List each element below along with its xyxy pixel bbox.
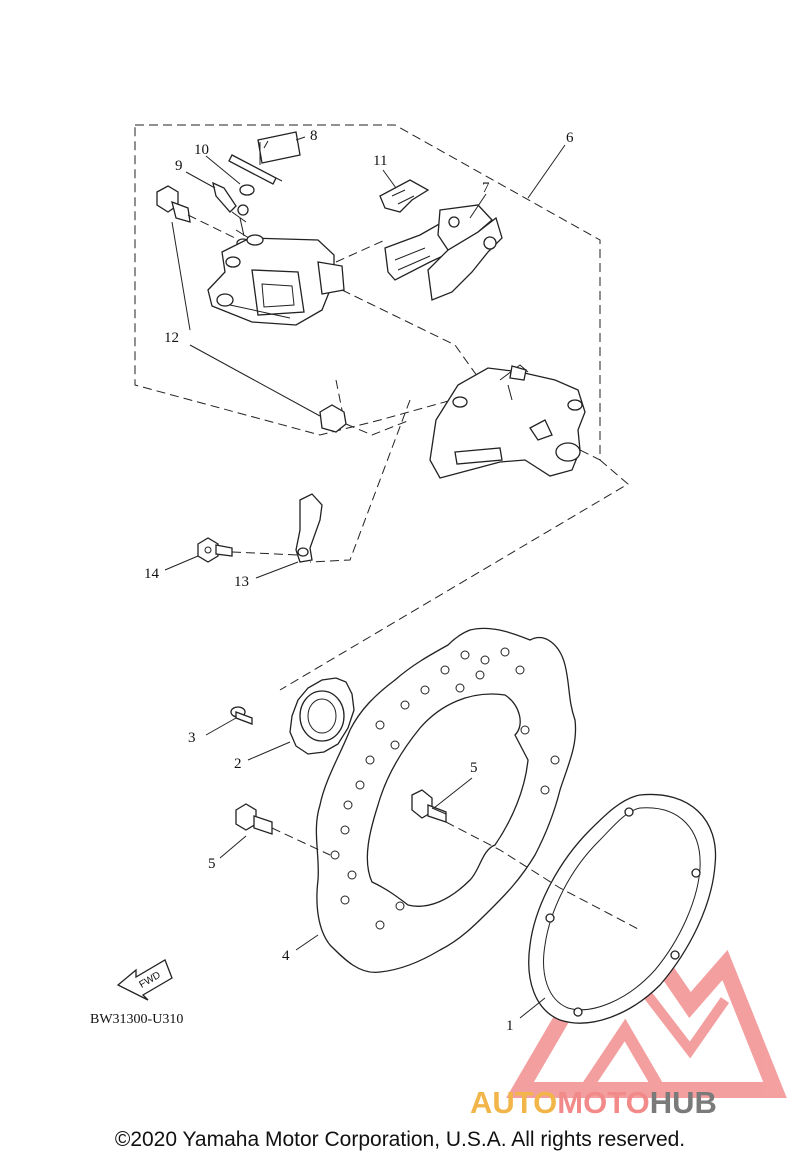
caliper-bolt	[156, 185, 236, 239]
caliper-body	[207, 234, 345, 326]
callout-3: 3	[188, 730, 196, 746]
callout-13: 13	[234, 574, 249, 590]
disc-bolt-center	[411, 789, 447, 823]
callout-10: 10	[194, 142, 209, 158]
callout-9: 9	[175, 158, 183, 174]
callout-1: 1	[506, 1018, 514, 1034]
fwd-arrow-icon: FWD	[116, 959, 173, 1001]
pin-clip	[257, 131, 301, 165]
bracket-bolt	[197, 537, 299, 563]
hose-bracket	[295, 493, 323, 563]
drawing-code: BW31300-U310	[90, 1012, 184, 1027]
callout-7: 7	[482, 180, 490, 196]
brake-disc	[315, 627, 577, 973]
svg-text:AUTOMOTOHUB: AUTOMOTOHUB	[470, 1085, 717, 1120]
wordmark-hub: HUB	[650, 1085, 717, 1120]
callout-2: 2	[234, 756, 242, 772]
callout-14: 14	[144, 566, 160, 582]
callout-12: 12	[164, 330, 179, 346]
pad-pin	[228, 154, 283, 185]
callout-11: 11	[373, 153, 387, 169]
callout-6: 6	[566, 130, 574, 146]
leader-lines	[164, 136, 566, 1019]
caliper-bracket	[429, 364, 586, 479]
disc-holes	[330, 647, 560, 930]
callout-5-left: 5	[208, 856, 216, 872]
bleed-cap	[239, 184, 255, 196]
callout-4: 4	[282, 948, 290, 964]
disc-spacer-ring	[528, 793, 717, 1024]
pad-spring	[379, 179, 430, 213]
disc-bolt-left	[235, 803, 331, 856]
slide-bush	[319, 404, 411, 436]
rotor-screw	[230, 706, 253, 725]
callouts: 1 2 3 4 5 5 6 7 8 9 10 11 12 13 14	[144, 128, 574, 1034]
automotohub-wordmark: AUTOMOTOHUB	[470, 1085, 717, 1120]
callout-8: 8	[310, 128, 318, 144]
wordmark-moto: MOTO	[557, 1085, 649, 1120]
brake-pad-rear	[427, 204, 503, 301]
callout-5-center: 5	[470, 760, 478, 776]
copyright-notice: ©2020 Yamaha Motor Corporation, U.S.A. A…	[114, 1128, 686, 1151]
sensor-rotor	[289, 677, 355, 755]
wordmark-auto: AUTO	[470, 1085, 557, 1120]
